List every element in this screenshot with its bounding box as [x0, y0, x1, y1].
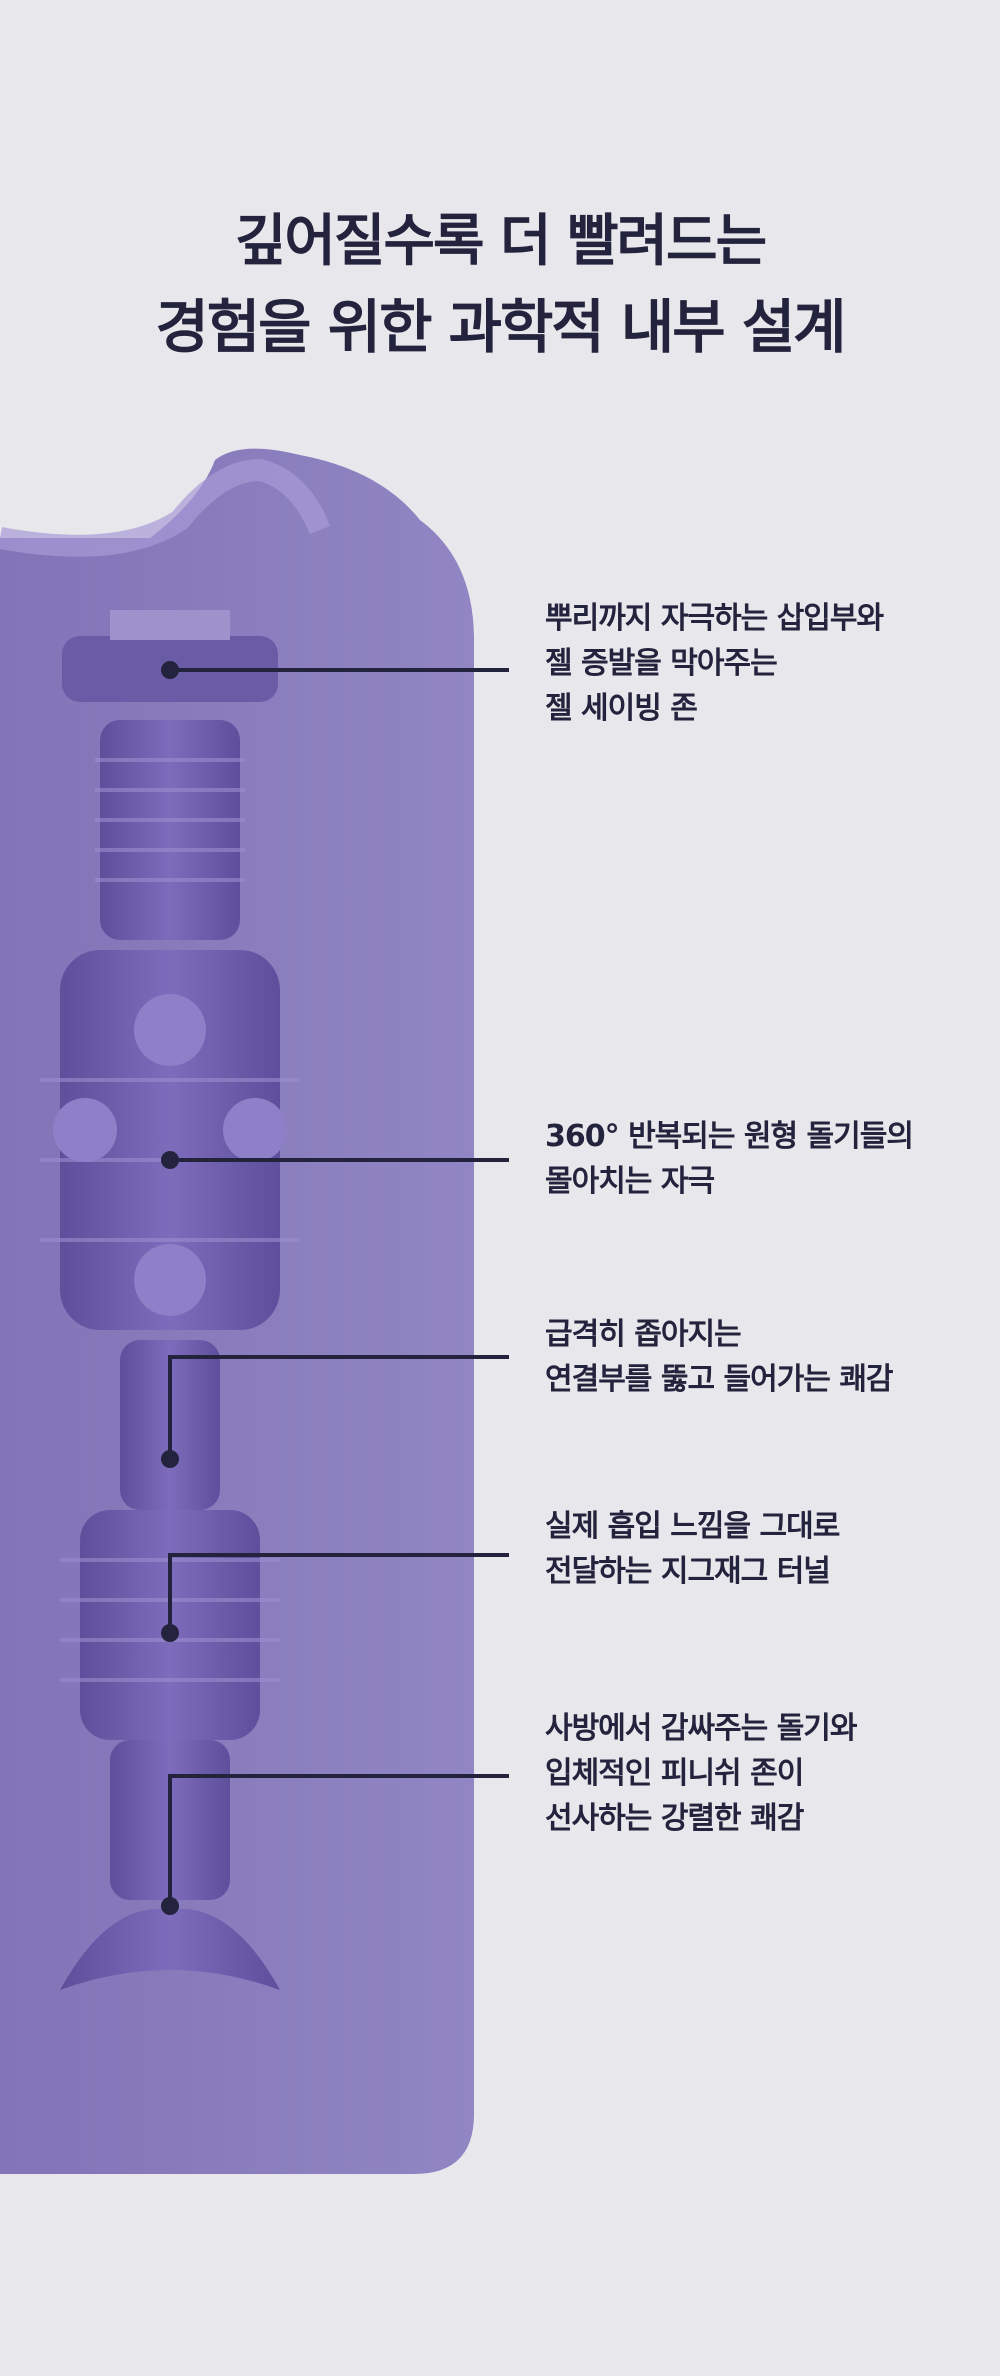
annotation-line: 전달하는 지그재그 터널: [545, 1554, 831, 1589]
headline-line-1: 깊어질수록 더 빨려드는: [234, 209, 767, 274]
callout-dot: [161, 1897, 179, 1915]
annotation-line: 360° 반복되는 원형 돌기들의: [545, 1119, 914, 1154]
headline-line-2: 경험을 위한 과학적 내부 설계: [155, 293, 846, 361]
annotation-line: 사방에서 감싸주는 돌기와: [545, 1711, 857, 1746]
callout-dot: [161, 1151, 179, 1169]
annotation-narrow-connector: 급격히 좁아지는 연결부를 뚫고 들어가는 쾌감: [545, 1312, 894, 1402]
annotation-line: 연결부를 뚫고 들어가는 쾌감: [545, 1362, 894, 1397]
callout-dot: [161, 1624, 179, 1642]
annotation-line: 실제 흡입 느낌을 그대로: [545, 1509, 840, 1544]
annotation-line: 젤 증발을 막아주는: [545, 646, 778, 681]
annotation-finish-zone: 사방에서 감싸주는 돌기와 입체적인 피니쉬 존이 선사하는 강렬한 쾌감: [545, 1706, 857, 1841]
ribbed-channel: [60, 720, 280, 1990]
annotation-line: 젤 세이빙 존: [545, 691, 698, 726]
callout-dot: [161, 1450, 179, 1468]
annotation-gel-saving-zone: 뿌리까지 자극하는 삽입부와 젤 증발을 막아주는 젤 세이빙 존: [545, 596, 884, 731]
annotation-line: 뿌리까지 자극하는 삽입부와: [545, 601, 884, 636]
annotation-line: 입체적인 피니쉬 존이: [545, 1756, 804, 1791]
product-cross-section-illustration: [0, 448, 474, 2175]
annotation-line: 급격히 좁아지는: [545, 1317, 742, 1352]
annotation-line: 선사하는 강렬한 쾌감: [545, 1801, 804, 1836]
annotation-circular-nubs: 360° 반복되는 원형 돌기들의 몰아치는 자극: [545, 1114, 914, 1204]
annotation-zigzag-tunnel: 실제 흡입 느낌을 그대로 전달하는 지그재그 터널: [545, 1504, 840, 1594]
annotation-line: 몰아치는 자극: [545, 1164, 715, 1199]
callout-dot: [161, 661, 179, 679]
